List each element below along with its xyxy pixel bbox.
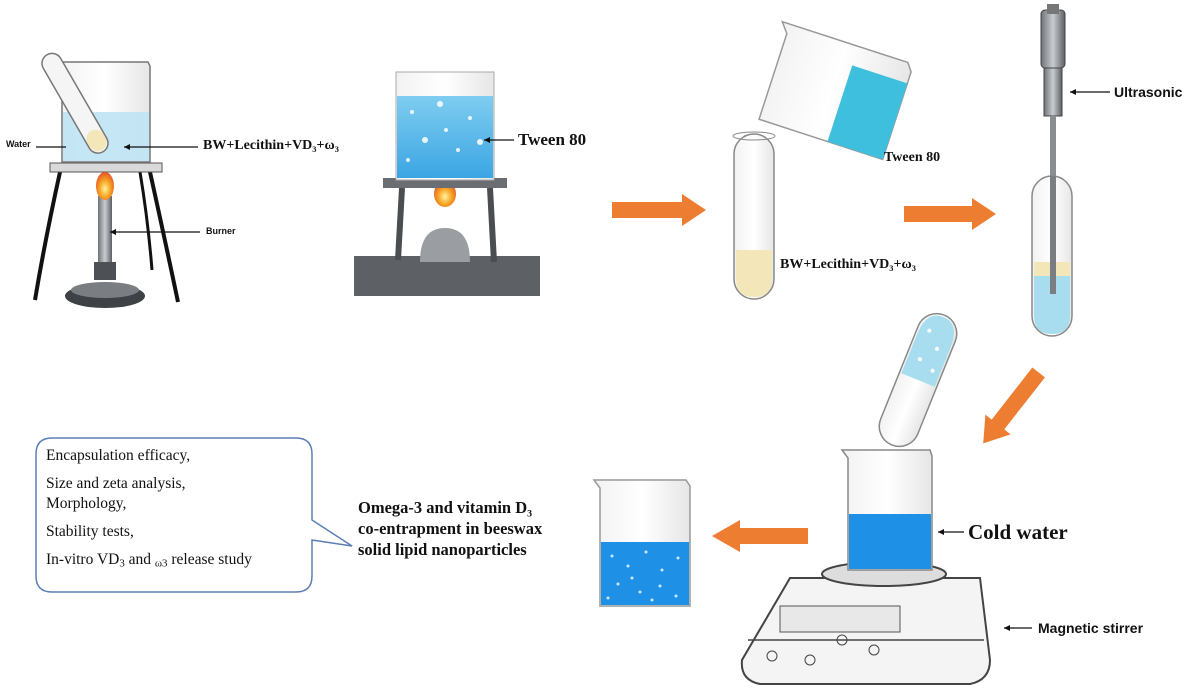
release-prefix: In-vitro VD bbox=[46, 551, 120, 568]
process-arrow-1 bbox=[612, 194, 706, 226]
process-arrow-3 bbox=[983, 367, 1045, 444]
analysis-item: Stability tests, bbox=[46, 523, 134, 540]
analysis-item: Morphology, bbox=[46, 495, 127, 512]
burner-tube bbox=[98, 196, 112, 266]
stirrer-setup bbox=[740, 312, 1032, 685]
process-arrow-4 bbox=[712, 520, 808, 552]
analysis-bubble bbox=[35, 437, 353, 593]
analysis-item-release: In-vitro VD3 and ω3 release study bbox=[46, 550, 308, 574]
pouring-beaker bbox=[758, 20, 912, 161]
stand-leg-left bbox=[395, 187, 405, 261]
tripod-leg-right bbox=[148, 171, 180, 303]
release-suffix: release study bbox=[167, 551, 252, 568]
result-caption: Omega-3 and vitamin D₃ co-entrapment in … bbox=[358, 497, 588, 560]
label-burner: Burner bbox=[206, 226, 236, 236]
ultrasonic-liquid bbox=[1034, 276, 1070, 334]
tripod-leg-left bbox=[33, 171, 62, 301]
label-mixture-1: BW+Lecithin+VD₃+ω₃ bbox=[203, 138, 339, 153]
tween-sparkles bbox=[406, 101, 483, 162]
result-line-3: solid lipid nanoparticles bbox=[358, 540, 527, 559]
test-tube-4 bbox=[878, 312, 958, 448]
release-middle: and bbox=[124, 551, 155, 568]
lipid-layer bbox=[736, 250, 772, 297]
burner-setup bbox=[33, 52, 200, 308]
wire-gauze bbox=[49, 162, 163, 173]
result-line-1: Omega-3 and vitamin D₃ bbox=[358, 498, 533, 517]
analysis-list: Encapsulation efficacy, Size and zeta an… bbox=[46, 446, 308, 580]
analysis-item: Size and zeta analysis, bbox=[46, 475, 186, 492]
cold-water bbox=[849, 514, 931, 569]
ring-stand bbox=[383, 178, 507, 188]
label-mixture-2: BW+Lecithin+VD₃+ω₃ bbox=[780, 257, 916, 272]
tripod-leg-back bbox=[138, 171, 154, 271]
burner-flame bbox=[96, 172, 114, 200]
tween-heating-setup bbox=[354, 71, 540, 296]
release-sub-1: 3 bbox=[119, 557, 125, 570]
label-tween-2: Tween 80 bbox=[884, 150, 941, 165]
label-cold-water: Cold water bbox=[968, 520, 1068, 544]
release-sub-2: ω3 bbox=[154, 557, 168, 570]
process-arrow-2 bbox=[904, 198, 996, 230]
mixing-setup bbox=[732, 20, 912, 300]
tween-liquid bbox=[397, 96, 493, 178]
stand-leg-right bbox=[487, 187, 497, 263]
final-beaker bbox=[592, 479, 691, 607]
bench-plate bbox=[354, 256, 540, 296]
nanoparticle-dots bbox=[606, 550, 680, 602]
dome-burner bbox=[420, 228, 470, 262]
label-ultrasonic: Ultrasonic bbox=[1114, 84, 1183, 100]
result-line-2: co-entrapment in beeswax bbox=[358, 519, 543, 538]
label-water: Water bbox=[6, 139, 31, 149]
ultrasonic-head bbox=[1040, 9, 1066, 69]
label-magnetic-stirrer: Magnetic stirrer bbox=[1038, 620, 1144, 636]
ultrasonic-setup bbox=[1031, 4, 1110, 337]
analysis-item: Encapsulation efficacy, bbox=[46, 447, 191, 464]
test-tube-1 bbox=[41, 52, 109, 154]
label-tween-1: Tween 80 bbox=[518, 130, 587, 149]
